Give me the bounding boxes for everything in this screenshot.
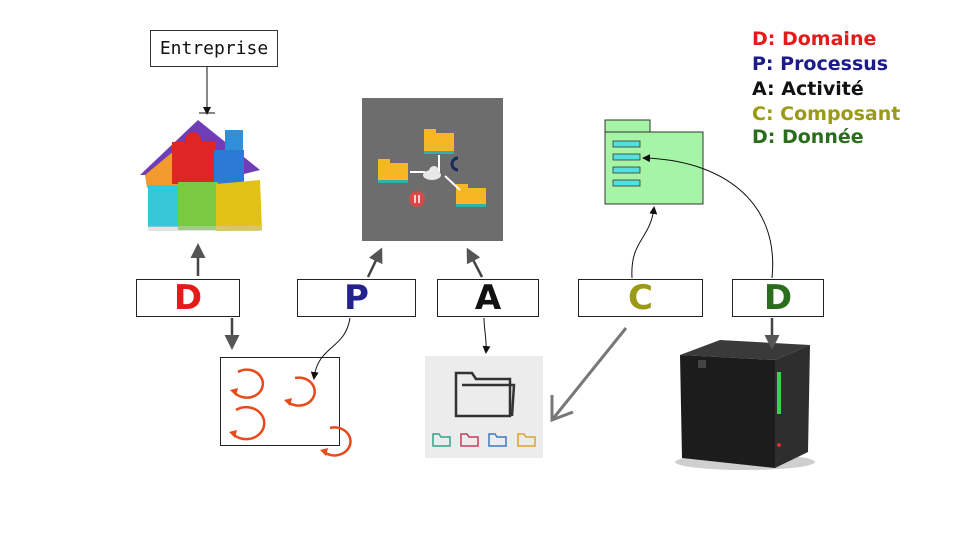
arrow-composant-component (631, 206, 658, 279)
legend-activite: A: Activité (752, 78, 864, 100)
activite-letter: A (474, 278, 502, 318)
donnee-letter: D (763, 278, 793, 318)
arrow-processus-network (366, 247, 383, 278)
domaine-letter-box: D (136, 278, 240, 318)
donnee-letter-box: D (732, 278, 824, 318)
processus-letter: P (344, 278, 369, 318)
arrow-donnee-component (642, 154, 774, 279)
processus-letter-box: P (297, 278, 416, 318)
activite-letter-box: A (437, 278, 539, 318)
legend-domaine: D: Domaine (752, 28, 877, 50)
legend-processus: P: Processus (752, 53, 889, 75)
domaine-letter: D (173, 278, 203, 318)
composant-letter: C (628, 278, 653, 318)
entreprise-box: Entreprise (150, 30, 278, 67)
legend-composant: C: Composant (752, 103, 901, 125)
entreprise-label: Entreprise (159, 38, 269, 59)
process-cycles-box (220, 357, 340, 446)
arrow-activite-folders (482, 317, 491, 354)
arrow-composant-folders (550, 327, 628, 421)
arrow-activite-network (466, 247, 484, 278)
composant-letter-box: C (578, 278, 703, 318)
legend-donnee: D: Donnée (752, 126, 864, 148)
